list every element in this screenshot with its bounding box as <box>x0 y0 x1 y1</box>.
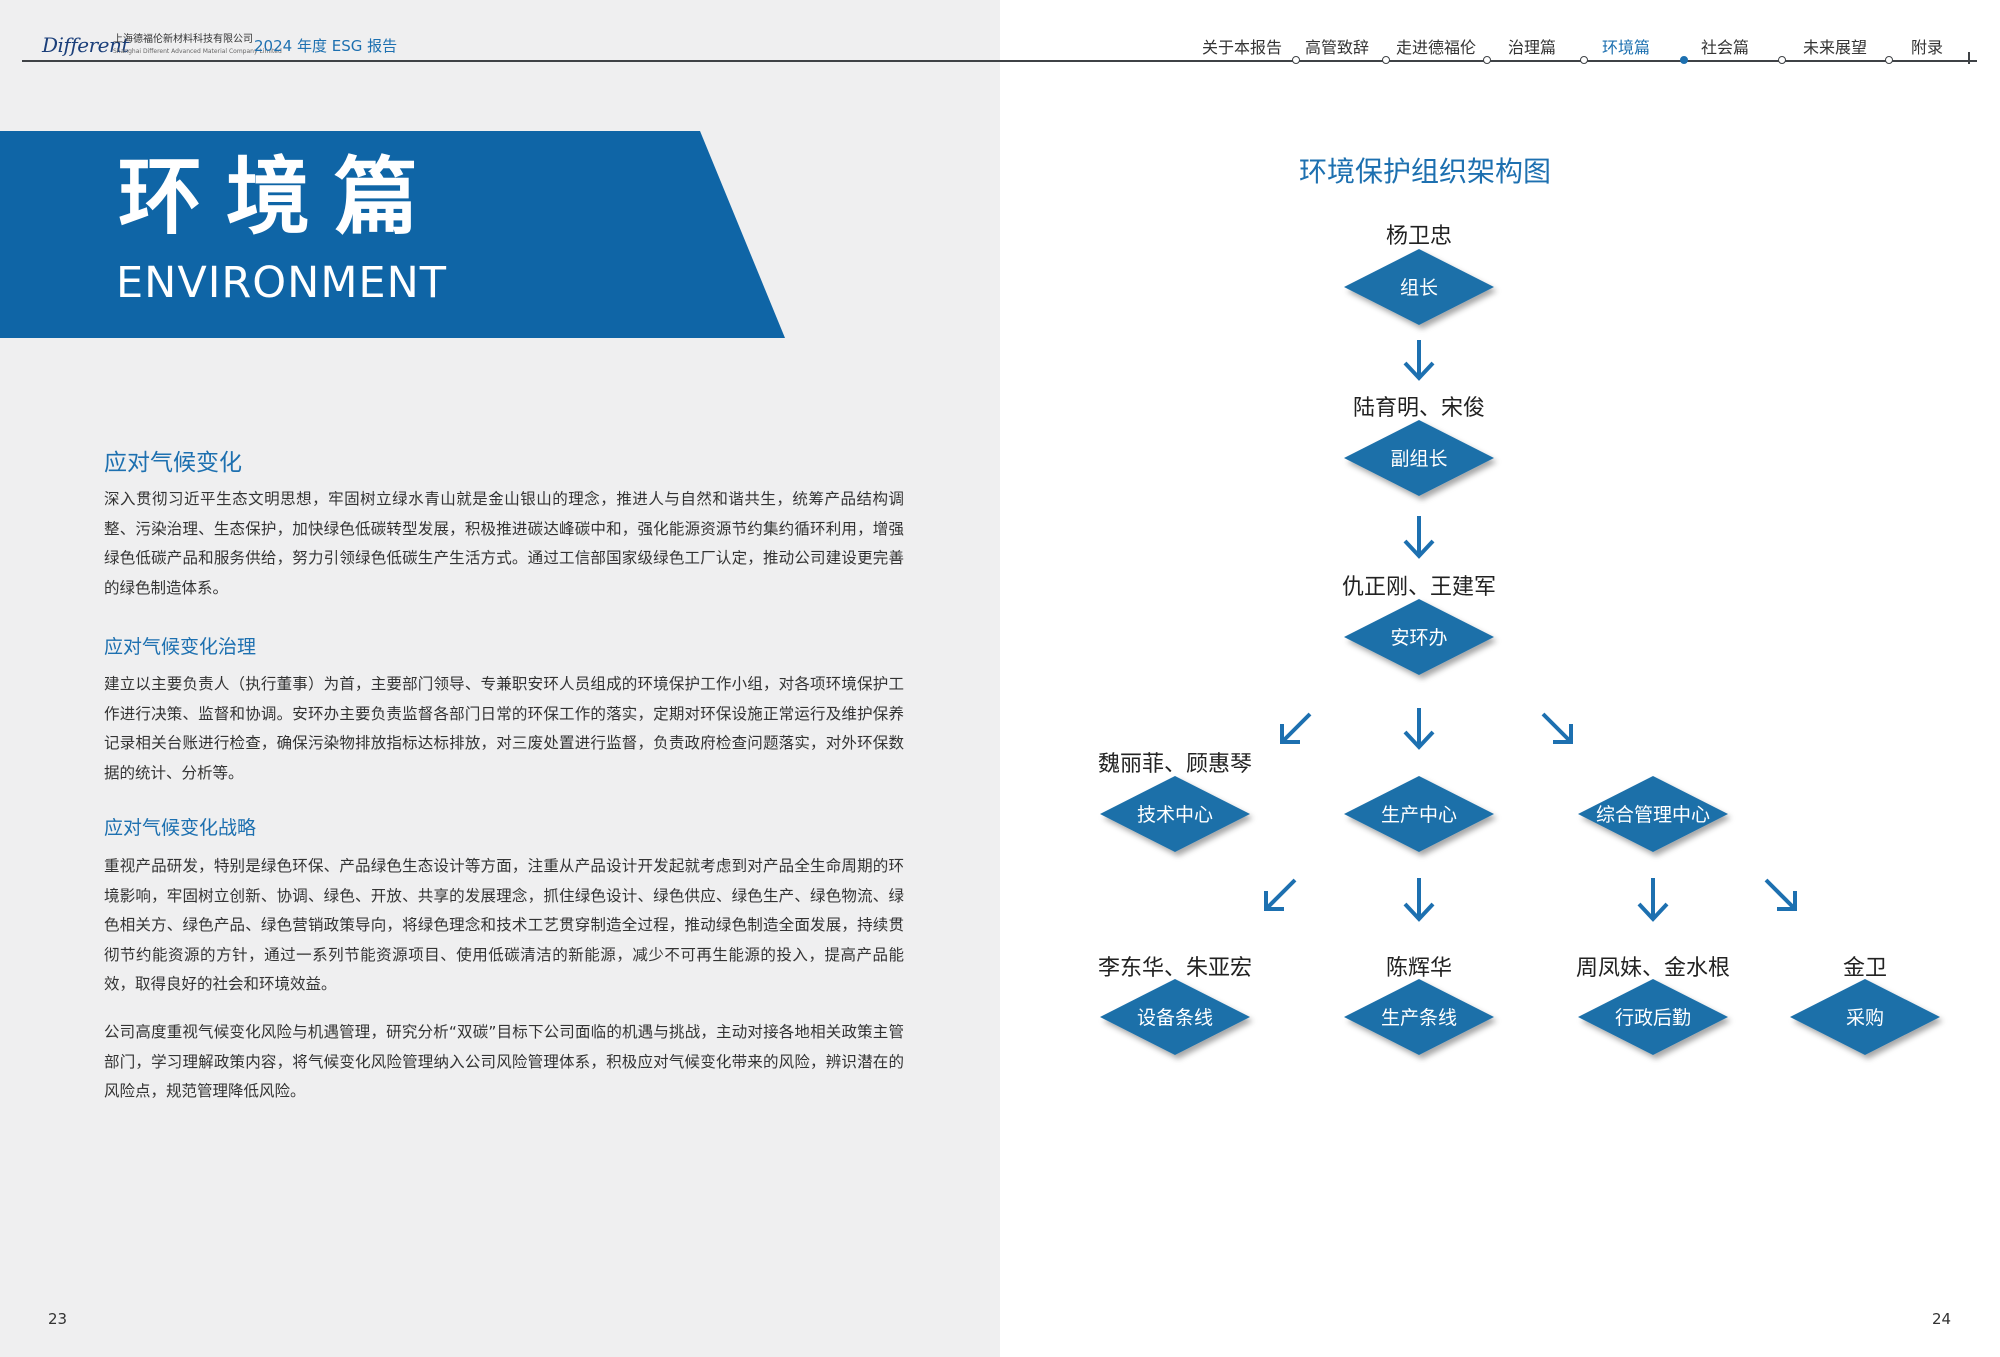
nav-dot <box>1778 56 1786 64</box>
company-logo: Different <box>42 33 129 57</box>
strategy-paragraph-2: 公司高度重视气候变化风险与机遇管理，研究分析“双碳”目标下公司面临的机遇与挑战，… <box>104 1023 904 1100</box>
role-label: 采购 <box>1846 1007 1884 1029</box>
node-safety-office: 安环办 <box>1344 599 1494 675</box>
nav-dot <box>1483 56 1491 64</box>
nav-item-society[interactable]: 社会篇 <box>1701 38 1750 57</box>
role-label: 行政后勤 <box>1615 1007 1691 1029</box>
intro-paragraph: 深入贯彻习近平生态文明思想，牢固树立绿水青山就是金山银山的理念，推进人与自然和谐… <box>104 490 904 597</box>
arrow-down-left-icon <box>1264 878 1297 911</box>
node-admin-center: 综合管理中心 <box>1578 776 1728 852</box>
arrow-down-icon <box>1403 708 1435 750</box>
nav-dot <box>1382 56 1390 64</box>
strategy-paragraph-1: 重视产品研发，特别是绿色环保、产品绿色生态设计等方面，注重从产品设计开发起就考虑… <box>104 857 904 993</box>
top-nav: 关于本报告 高管致辞 走进德福伦 治理篇 环境篇 社会篇 未来展望 附录 <box>0 34 2000 64</box>
role-label: 生产中心 <box>1381 804 1457 826</box>
person-equipment: 李东华、朱亚宏 <box>1097 956 1252 981</box>
role-label: 副组长 <box>1390 448 1447 470</box>
node-equipment: 设备条线 <box>1100 979 1250 1055</box>
node-procurement: 采购 <box>1790 979 1940 1055</box>
nav-dot <box>1292 56 1300 64</box>
person-procurement: 金卫 <box>1842 956 1887 981</box>
section-heading: 应对气候变化 <box>104 450 242 476</box>
right-page <box>1000 0 2000 1357</box>
arrow-down-right-icon <box>1541 712 1573 744</box>
org-chart-title: 环境保护组织架构图 <box>1298 155 1551 188</box>
page-number-left: 23 <box>48 1310 68 1328</box>
page-number-right: 24 <box>1932 1310 1952 1328</box>
person-production-line: 陈辉华 <box>1385 956 1452 981</box>
section-banner <box>0 131 785 338</box>
role-label: 设备条线 <box>1137 1007 1213 1029</box>
nav-end-marker <box>1968 52 1970 64</box>
nav-item-governance[interactable]: 治理篇 <box>1508 38 1557 57</box>
person-admin-logistics: 周凤妹、金水根 <box>1575 956 1730 981</box>
role-label: 生产条线 <box>1381 1007 1457 1029</box>
company-name-cn: 上海德福伦新材料科技有限公司 <box>113 34 253 45</box>
banner-title: 环境篇 <box>118 148 443 246</box>
chart-arrows <box>1264 340 1797 922</box>
nav-item-executive[interactable]: 高管致辞 <box>1305 38 1370 57</box>
node-admin-logistics: 行政后勤 <box>1578 979 1728 1055</box>
nav-item-about[interactable]: 关于本报告 <box>1202 38 1283 57</box>
arrow-down-icon <box>1403 878 1435 922</box>
banner-subtitle: ENVIRONMENT <box>116 258 448 308</box>
governance-paragraph: 建立以主要负责人（执行董事）为首，主要部门领导、专兼职安环人员组成的环境保护工作… <box>104 675 904 782</box>
node-production-center: 生产中心 <box>1344 776 1494 852</box>
report-title: 2024 年度 ESG 报告 <box>254 37 398 55</box>
nav-item-appendix[interactable]: 附录 <box>1911 38 1944 57</box>
nav-item-outlook[interactable]: 未来展望 <box>1803 38 1868 57</box>
node-leader: 组长 <box>1344 249 1494 325</box>
person-deputy: 陆育明、宋俊 <box>1352 396 1485 421</box>
node-tech-center: 技术中心 <box>1100 776 1250 852</box>
nav-dot-active <box>1680 56 1688 64</box>
nav-dot <box>1580 56 1588 64</box>
company-name: 上海德福伦新材料科技有限公司 Shanghai Different Advanc… <box>113 34 282 58</box>
arrow-down-icon <box>1403 340 1435 381</box>
company-name-en: Shanghai Different Advanced Material Com… <box>113 48 282 55</box>
nav-dot <box>1885 56 1893 64</box>
node-production-line: 生产条线 <box>1344 979 1494 1055</box>
governance-heading: 应对气候变化治理 <box>104 636 257 658</box>
role-label: 综合管理中心 <box>1596 804 1710 826</box>
arrow-down-left-icon <box>1280 712 1312 744</box>
role-label: 组长 <box>1400 277 1438 299</box>
person-tech-center: 魏丽菲、顾惠琴 <box>1097 752 1252 777</box>
header-rule <box>22 60 1977 62</box>
nav-item-environment[interactable]: 环境篇 <box>1602 38 1651 57</box>
person-safety-office: 仇正刚、王建军 <box>1341 575 1496 600</box>
role-label: 安环办 <box>1390 627 1447 649</box>
role-label: 技术中心 <box>1137 804 1213 826</box>
node-deputy: 副组长 <box>1344 420 1494 496</box>
person-leader: 杨卫忠 <box>1385 224 1452 249</box>
arrow-down-right-icon <box>1764 878 1797 911</box>
strategy-heading: 应对气候变化战略 <box>104 817 257 839</box>
arrow-down-icon <box>1637 878 1669 922</box>
arrow-down-icon <box>1403 516 1435 559</box>
nav-item-company[interactable]: 走进德福伦 <box>1396 38 1477 57</box>
